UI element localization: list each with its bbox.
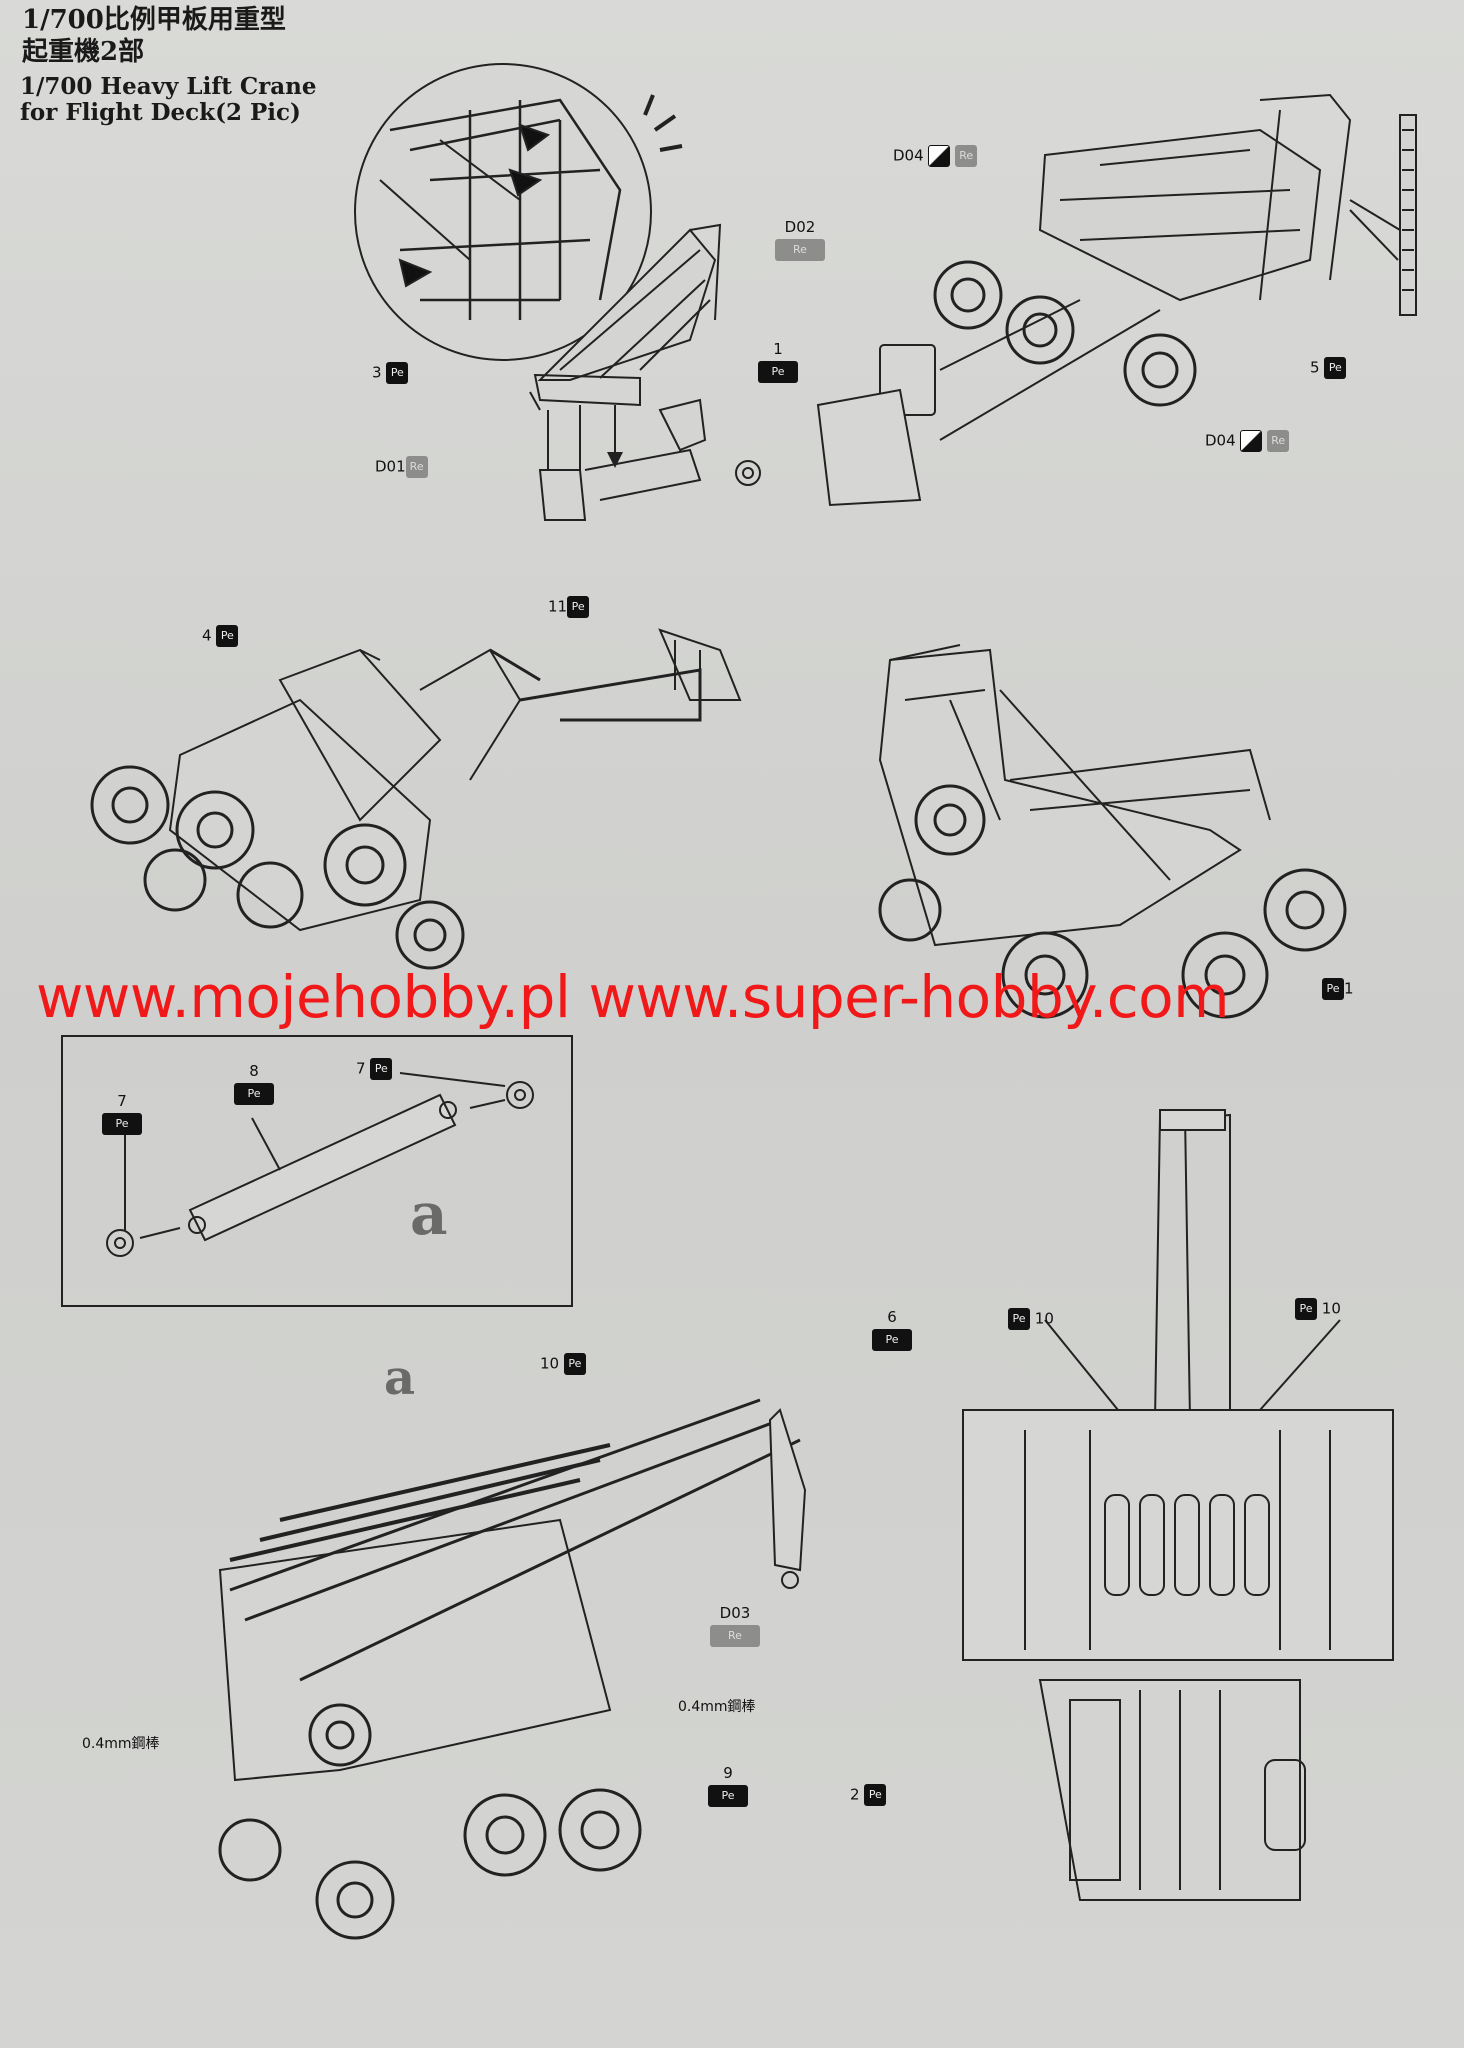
title-chinese: 1/700比例甲板用重型 起重機2部 [22,4,286,68]
re-badge: Re [405,456,428,478]
part-label-10-left: 10 Pe [540,1353,586,1375]
part-label-d04-bottom: D04 Re [1205,430,1290,452]
pe-badge: Pe [1322,978,1344,1000]
part-label-4: 4 Pe [202,625,239,647]
re-badge: Re [955,145,978,167]
pe-badge: Pe [234,1083,274,1105]
part-label-5: 5 Pe [1310,357,1347,379]
pe-badge: Pe [563,1353,586,1375]
final-crane-assembly [218,1398,807,1940]
pe-badge: Pe [708,1785,748,1807]
part-label-d03: D03 Re [710,1604,760,1647]
pe-badge: Pe [567,596,590,618]
title-cn-line2: 起重機2部 [22,37,145,67]
re-badge: Re [775,239,825,261]
pe-badge: Pe [864,1784,887,1806]
watermark-urls: www.mojehobby.pl www.super-hobby.com [36,963,1230,1031]
re-badge: Re [1267,430,1290,452]
crane-vehicle-left [90,628,742,970]
part-label-d02: D02 Re [775,218,825,261]
part-label-10-topview-right: Pe 10 [1295,1298,1341,1320]
crane-chassis-exploded [816,93,1417,507]
re-badge: Re [710,1625,760,1647]
crane-vehicle-right [878,644,1347,1019]
pe-badge: Pe [872,1329,912,1351]
title-cn-line1: 1/700比例甲板用重型 [22,5,286,35]
sub-assembly-ref-a: a [384,1350,416,1406]
sub-assembly-label-a: a [410,1180,448,1248]
crane-frame-parts [529,223,761,521]
detail-zoom-circle [354,63,691,361]
part-label-1: 1 Pe [758,340,798,383]
sub-assembly-box [61,1035,573,1307]
rod-note-left: 0.4mm鋼棒 [82,1736,160,1752]
part-label-7-right: 7 Pe [356,1058,393,1080]
part-label-7-left: 7 Pe [102,1092,142,1135]
pe-badge: Pe [370,1058,393,1080]
decal-color-icon [928,145,951,167]
title-en-line1: 1/700 Heavy Lift Crane [20,73,317,100]
pe-badge: Pe [386,362,409,384]
part-label-d04-top: D04 Re [893,145,978,167]
pe-badge: Pe [1295,1298,1317,1320]
top-view-detail [962,1109,1394,1901]
title-english: 1/700 Heavy Lift Crane for Flight Deck(2… [20,74,317,126]
part-label-3: 3 Pe [372,362,409,384]
rod-note-right: 0.4mm鋼棒 [678,1699,756,1715]
pe-badge: Pe [216,625,239,647]
part-label-2: 2 Pe [850,1784,887,1806]
part-label-8: 8 Pe [234,1062,274,1105]
part-label-6: 6 Pe [872,1308,912,1351]
title-en-line2: for Flight Deck(2 Pic) [20,99,301,126]
decal-color-icon [1240,430,1263,452]
part-label-10-topview-left: Pe 10 [1008,1308,1054,1330]
part-label-9: 9 Pe [708,1764,748,1807]
pe-badge: Pe [758,361,798,383]
pe-badge: Pe [1324,357,1347,379]
pe-badge: Pe [102,1113,142,1135]
pe-badge: Pe [1008,1308,1030,1330]
